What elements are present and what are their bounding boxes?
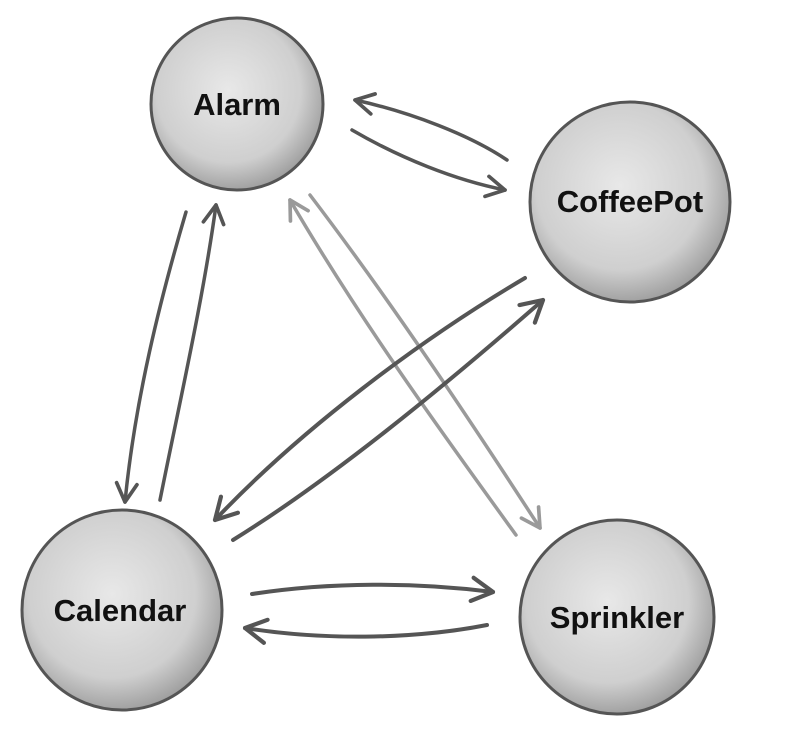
node-coffeepot-circle <box>528 100 732 304</box>
edge-calendar-to-coffeepot <box>231 297 546 542</box>
node-calendar: Calendar <box>20 508 224 712</box>
edge-calendar-to-sprinkler <box>250 575 496 604</box>
edge-alarm-to-sprinkler <box>308 193 542 530</box>
node-alarm-circle <box>149 16 325 192</box>
node-coffeepot: CoffeePot <box>528 100 732 304</box>
node-sprinkler-circle <box>518 518 716 716</box>
node-calendar-label: Calendar <box>54 593 187 628</box>
node-coffeepot-label: CoffeePot <box>557 184 703 219</box>
edge-sprinkler-to-calendar <box>242 617 489 645</box>
edge-sprinkler-to-alarm <box>288 198 518 537</box>
edge-alarm-to-calendar <box>114 210 188 504</box>
edge-layer <box>114 92 546 645</box>
node-sprinkler-label: Sprinkler <box>550 600 684 635</box>
node-alarm-label: Alarm <box>193 87 281 122</box>
edge-coffeepot-to-calendar <box>212 276 527 523</box>
node-sprinkler: Sprinkler <box>518 518 716 716</box>
node-alarm: Alarm <box>149 16 325 192</box>
edge-coffeepot-to-alarm <box>353 92 509 162</box>
edge-alarm-to-coffeepot <box>350 128 507 199</box>
node-calendar-circle <box>20 508 224 712</box>
edge-calendar-to-alarm <box>158 203 226 502</box>
